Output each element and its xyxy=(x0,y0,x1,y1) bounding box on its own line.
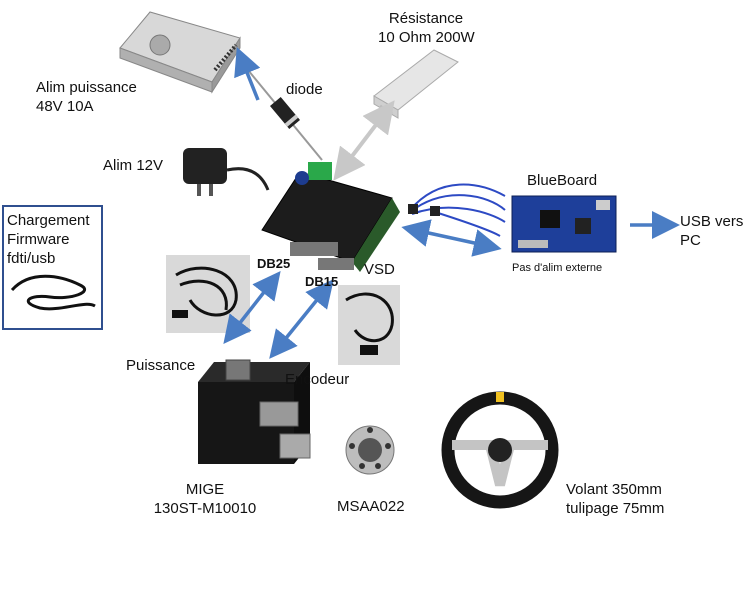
db25-label: DB25 xyxy=(257,256,291,271)
diode-image xyxy=(247,69,323,161)
firmware-label-line2: Firmware xyxy=(7,231,70,248)
usb-label-line1: USB vers xyxy=(680,213,744,230)
resistor-label: Résistance 10 Ohm 200W xyxy=(378,9,475,47)
resistor-label-line2: 10 Ohm 200W xyxy=(378,29,475,46)
blueboard-label: BlueBoard xyxy=(527,172,598,189)
blueboard-arrow xyxy=(401,219,502,257)
resistor-arrow xyxy=(333,100,395,181)
coupling-label: MSAA022 xyxy=(337,498,405,515)
firmware-label-line3: fdti/usb xyxy=(7,250,56,267)
motor-label-line1: MIGE xyxy=(185,481,225,498)
power-supply-image xyxy=(119,11,241,94)
motor-label: MIGE 130ST-M10010 xyxy=(145,480,265,518)
adapter-12v-image xyxy=(183,148,270,196)
psu-label-line1: Alim puissance xyxy=(36,79,137,96)
usb-label-line2: PC xyxy=(680,232,701,249)
vsd-label: VSD xyxy=(364,261,395,278)
servo-motor-image xyxy=(198,359,311,464)
encoder-cable-arrow xyxy=(269,279,334,359)
controller-board-image xyxy=(261,162,400,272)
usb-cable-image xyxy=(10,274,96,311)
alim12-label: Alim 12V xyxy=(103,157,164,174)
diode-label: diode xyxy=(286,81,323,98)
power-cable-arrow xyxy=(223,270,281,345)
firmware-box xyxy=(2,205,103,330)
encoder-label: Encodeur xyxy=(285,371,350,388)
psu-label: Alim puissance 48V 10A xyxy=(36,78,137,116)
wheel-label-line2: tulipage 75mm xyxy=(566,500,665,517)
psu-arrow xyxy=(234,47,261,101)
firmware-label: Chargement Firmware fdti/usb xyxy=(7,211,90,268)
firmware-label-line1: Chargement xyxy=(7,212,90,229)
blueboard-image xyxy=(511,195,617,253)
psu-label-line2: 48V 10A xyxy=(36,98,94,115)
db15-label: DB15 xyxy=(305,274,339,289)
usb-label: USB vers PC xyxy=(680,212,743,250)
ribbon-cable-image xyxy=(408,183,506,237)
no-ext-power-label: Pas d'alim externe xyxy=(512,262,603,274)
wheel-label: Volant 350mm tulipage 75mm xyxy=(566,480,664,518)
steering-wheel-image xyxy=(441,391,559,509)
resistor-label-line1: Résistance xyxy=(388,10,464,27)
coupling-image xyxy=(345,425,395,475)
db15-cable-image xyxy=(338,285,400,365)
motor-label-line2: 130ST-M10010 xyxy=(153,500,257,517)
wheel-label-line1: Volant 350mm xyxy=(566,481,662,498)
power-label: Puissance xyxy=(126,357,196,374)
